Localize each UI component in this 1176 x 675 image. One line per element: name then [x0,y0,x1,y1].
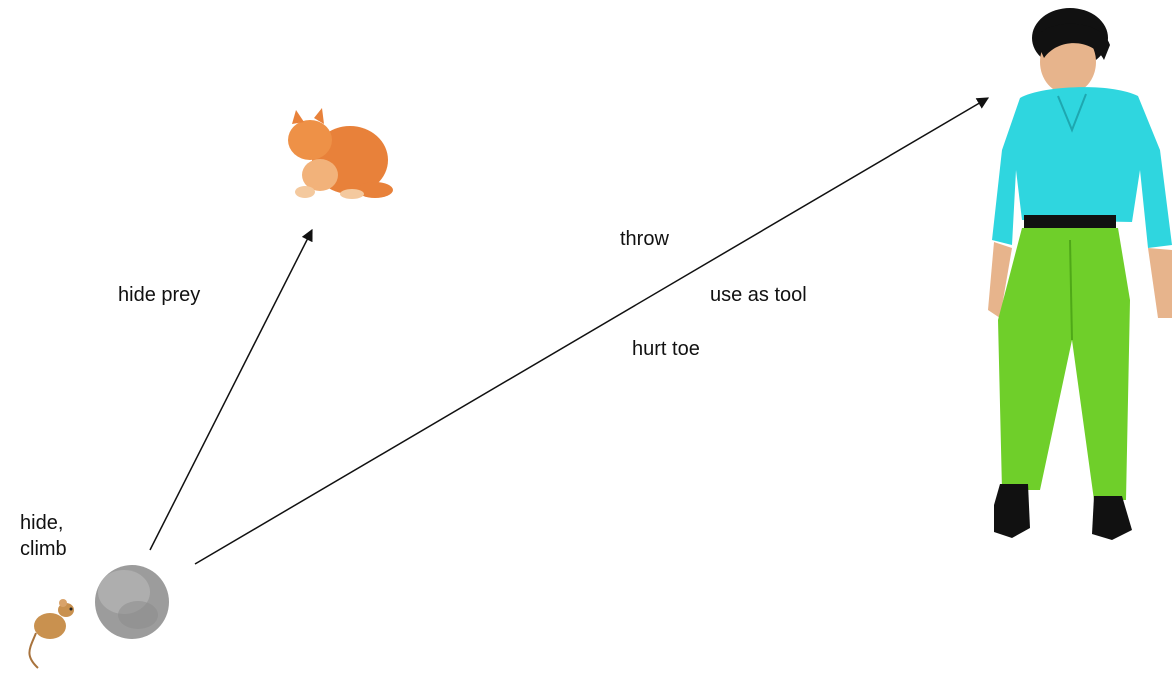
human-affordance-tool: use as tool [710,284,807,306]
cat-affordance-label: hide prey [118,284,201,306]
arrow-to-human [194,97,990,565]
rock-icon [95,565,169,639]
cat-icon [288,108,393,199]
human-affordance-hurt: hurt toe [632,338,700,360]
human-affordance-throw: throw [620,228,669,250]
mouse-icon [28,599,74,669]
mouse-affordance-label: hide, climb [20,512,67,560]
arrow-to-cat [149,228,313,551]
human-icon [988,8,1172,540]
